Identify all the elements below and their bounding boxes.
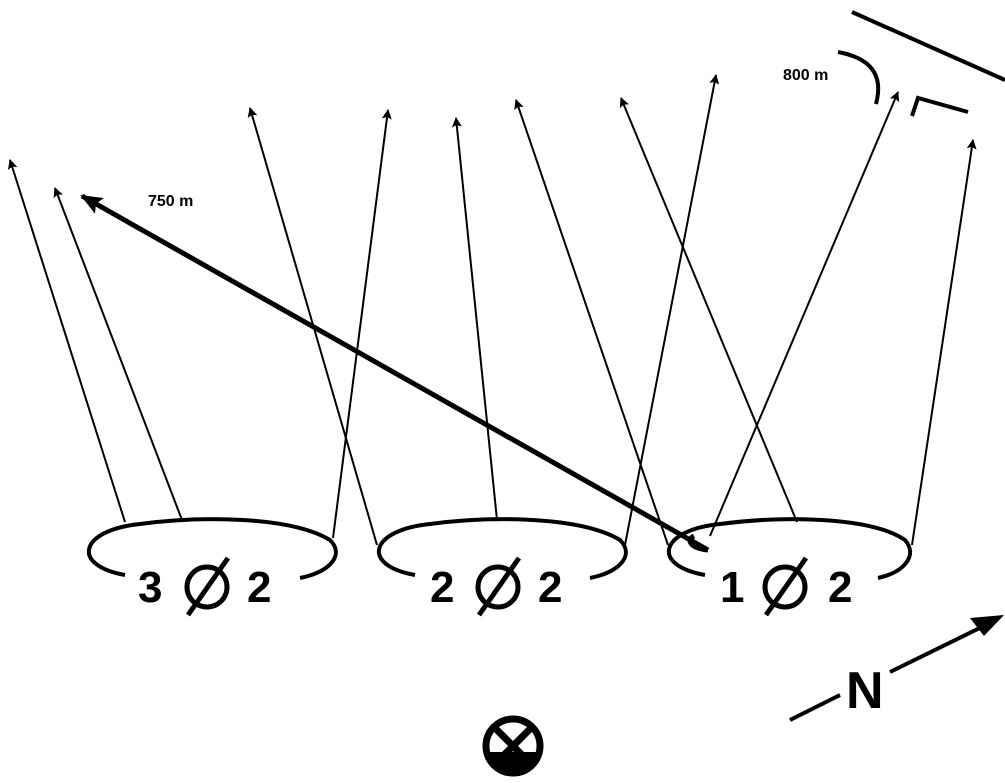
cluster-1-left: 1 [720,563,744,612]
distance-800-marker [837,10,1005,117]
null-slash-icon [184,556,231,617]
ray-750m-hook [687,533,709,553]
cluster-3-label: 3 2 [138,556,271,617]
ray-1b [619,97,798,523]
north-label: N [846,662,884,720]
cluster-1-ellipse [666,517,912,580]
cluster-2-ellipse [376,517,628,580]
crossed-circle-icon [482,715,544,777]
cluster-3-right: 2 [247,563,271,612]
ray-750m [80,193,710,553]
cluster-1-label: 1 2 [720,556,852,617]
ray-2c [624,74,720,546]
north-arrow: N [789,615,1004,722]
cluster-2-label: 2 2 [430,556,562,617]
null-slash-icon [475,556,522,617]
ray-1c [709,91,900,537]
null-slash-icon [762,556,809,617]
cluster-3-ellipse [86,517,338,580]
ray-2b [451,117,498,521]
ray-1d [911,139,977,546]
label-750m: 750 m [148,193,193,210]
ray-3b [53,187,183,521]
ray-3a [7,159,126,523]
ray-1a [514,99,669,546]
cluster-1-right: 2 [828,563,852,612]
ray-3c [332,109,392,539]
cluster-3-left: 3 [138,563,162,612]
label-800m: 800 m [783,67,828,84]
cluster-2-left: 2 [430,563,454,612]
cluster-2-right: 2 [538,563,562,612]
